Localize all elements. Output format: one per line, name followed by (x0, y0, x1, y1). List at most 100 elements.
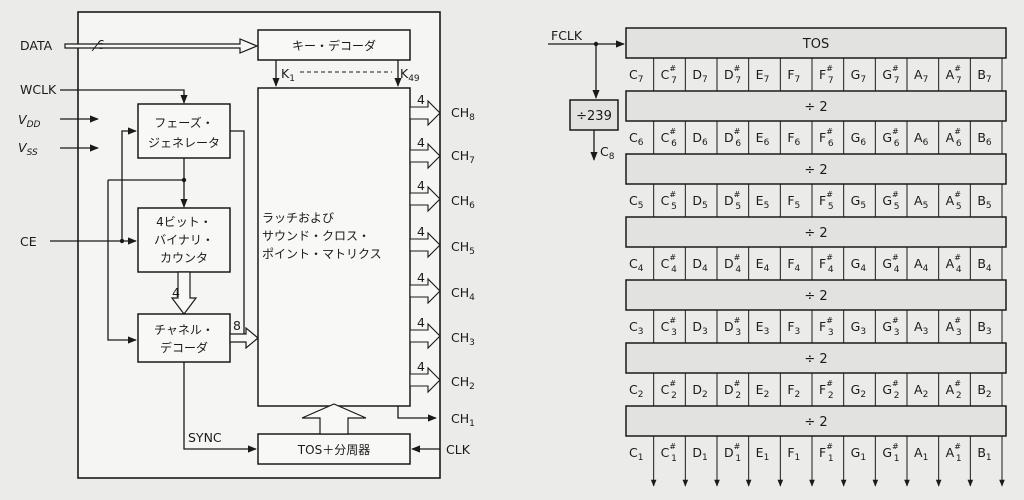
note-label: D#2 (724, 379, 741, 401)
note-label: D#6 (724, 127, 741, 149)
divide-by-2-label: ÷ 2 (804, 289, 827, 304)
channel-bus-arrow (409, 366, 441, 394)
note-label: A7 (914, 67, 928, 85)
note-label: F5 (787, 193, 800, 211)
counter-bus-width: 4 (172, 285, 180, 300)
channel-label: CH1 (451, 411, 475, 429)
note-label: B6 (977, 130, 992, 148)
note-label: C#6 (661, 127, 677, 149)
note-label: A5 (914, 193, 928, 211)
note-label: G5 (851, 193, 866, 211)
note-label: E3 (756, 319, 770, 337)
note-label: D5 (692, 193, 707, 211)
k1-label: K1 (281, 66, 295, 84)
channel-decoder-label-2: デコーダ (160, 340, 208, 355)
vss-label: VSS (18, 140, 38, 158)
phase-junction (181, 177, 187, 183)
note-label: G#6 (882, 127, 899, 149)
note-label: G#3 (882, 316, 899, 338)
note-label: B4 (977, 256, 992, 274)
key-decoder-label: キー・デコーダ (292, 38, 376, 53)
note-label: B3 (977, 319, 991, 337)
note-label: G#4 (882, 253, 899, 275)
wclk-line (60, 89, 188, 104)
note-label: F3 (787, 319, 800, 337)
counter-label-3: カウンタ (160, 251, 208, 265)
channel-label: CH4 (451, 285, 475, 303)
decoder-to-matrix-bus (229, 326, 259, 350)
vdd-label: VDD (18, 112, 40, 130)
note-label: F6 (787, 130, 800, 148)
note-label: D1 (692, 445, 707, 463)
note-label: B5 (977, 193, 991, 211)
note-label: D7 (692, 67, 707, 85)
tos-to-matrix-bus (301, 403, 367, 435)
divide-by-2-block (625, 405, 1007, 437)
phase-generator-label-1: フェーズ・ (154, 115, 213, 130)
note-label: D6 (692, 130, 708, 148)
note-label: G6 (851, 130, 867, 148)
note-label: B2 (977, 382, 991, 400)
decoder-bus-width: 8 (233, 318, 241, 333)
note-label: A4 (914, 256, 929, 274)
tos-divider-label: TOS＋分周器 (297, 443, 370, 457)
channel-decoder-block (137, 313, 231, 363)
note-label: C#1 (661, 442, 677, 464)
channel-decoder-label-1: チャネル・ (154, 323, 214, 337)
tos-label: TOS (802, 37, 829, 52)
clock-to-decoder-line (107, 180, 137, 344)
wclk-input-label: WCLK (20, 82, 57, 97)
phase-to-matrix-line (230, 130, 245, 342)
note-label: A#6 (946, 127, 962, 149)
phase-generator-label-2: ジェネレータ (148, 136, 220, 150)
note-label: A#2 (946, 379, 962, 401)
note-label: B7 (977, 67, 991, 85)
channel-bus-width: 4 (417, 359, 425, 374)
counter-label-1: 4ビット・ (156, 215, 212, 229)
data-bus-slash (91, 40, 101, 52)
note-label: C4 (629, 256, 644, 274)
chip-block-diagram: DATA 6 WCLK VDD VSS CE キー・デコーダ K1 K49 フェ… (18, 11, 475, 479)
note-label: A6 (914, 130, 929, 148)
note-label: A#7 (946, 64, 962, 86)
channel-bus-width: 4 (417, 92, 425, 107)
note-label: A2 (914, 382, 928, 400)
note-label: A3 (914, 319, 928, 337)
note-label: G#7 (882, 64, 899, 86)
channel-label: CH5 (451, 239, 475, 257)
note-label: E4 (756, 256, 770, 274)
note-label: F#5 (819, 190, 834, 212)
note-label: E5 (756, 193, 770, 211)
matrix-label-1: ラッチおよび (262, 211, 334, 225)
note-label: C#4 (661, 253, 677, 275)
matrix-label-3: ポイント・マトリクス (262, 247, 382, 261)
channel-bus-arrow (409, 142, 441, 170)
key-decoder-block (257, 29, 411, 61)
matrix-label-2: サウンド・クロス・ (262, 229, 370, 243)
note-label: D#1 (724, 442, 741, 464)
divide-by-2-block (625, 216, 1007, 248)
sync-label: SYNC (188, 430, 222, 445)
note-label: F#2 (819, 379, 834, 401)
channel-bus-width: 4 (417, 315, 425, 330)
tos-block (625, 27, 1007, 59)
note-label: F#7 (819, 64, 834, 86)
note-label: B1 (977, 445, 991, 463)
ch1-line (397, 406, 437, 422)
channel-bus-width: 4 (417, 224, 425, 239)
counter-to-decoder-bus (170, 271, 198, 315)
latch-matrix-block (257, 87, 411, 407)
div239-label: ÷239 (576, 109, 612, 124)
note-label: D2 (692, 382, 707, 400)
note-label: A#3 (946, 316, 962, 338)
note-label: C#2 (661, 379, 677, 401)
channel-bus-width: 4 (417, 178, 425, 193)
c8-label: C8 (600, 144, 615, 162)
note-label: C1 (629, 445, 643, 463)
channel-label: CH6 (451, 193, 475, 211)
fclk-junction (593, 41, 599, 47)
clk-label: CLK (446, 442, 471, 457)
note-label: D#7 (724, 64, 741, 86)
divide-by-2-label: ÷ 2 (804, 100, 827, 115)
